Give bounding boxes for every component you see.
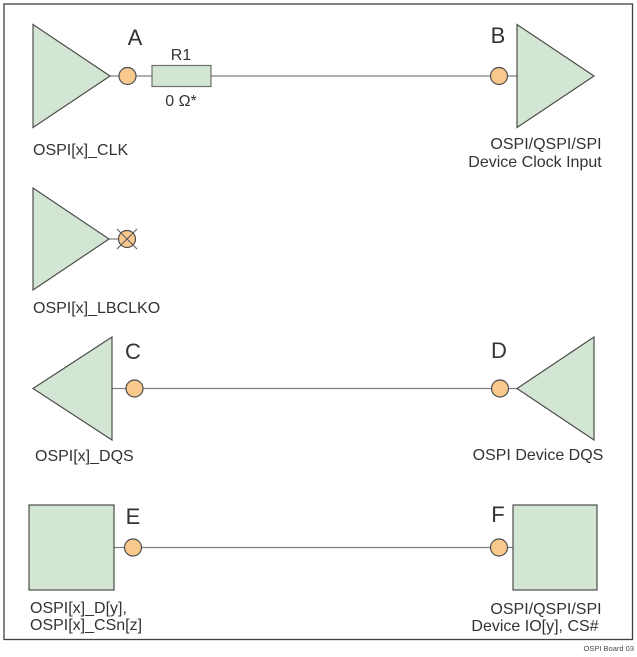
point-e-label: E xyxy=(126,504,141,529)
point-d-label: D xyxy=(491,338,507,363)
soc-data-io-block xyxy=(28,504,115,591)
node-c xyxy=(125,379,144,398)
no-connect-cross-icon xyxy=(116,228,138,250)
point-b-label: B xyxy=(491,23,506,48)
resistor-ref-label: R1 xyxy=(171,47,192,64)
data-dest-label-line1: OSPI/QSPI/SPI xyxy=(490,601,601,618)
figure-tag: OSPI Board 03 xyxy=(584,644,634,653)
point-c-label: C xyxy=(125,339,141,364)
resistor-r1 xyxy=(151,64,212,88)
clk-dest-label-line1: OSPI/QSPI/SPI xyxy=(490,136,601,153)
soc-lbclko-output-buffer xyxy=(32,186,111,292)
data-dest-label-line2: Device IO[y], CS# xyxy=(471,618,598,635)
device-dqs-output-buffer xyxy=(515,335,595,442)
data-source-label-line1: OSPI[x]_D[y], xyxy=(30,600,127,617)
point-f-label: F xyxy=(491,502,504,527)
dqs-source-label: OSPI[x]_DQS xyxy=(35,448,134,465)
clk-dest-label-line2: Device Clock Input xyxy=(468,154,602,171)
node-d xyxy=(490,379,510,398)
point-a-label: A xyxy=(128,25,143,50)
soc-dqs-input-buffer xyxy=(31,335,113,442)
dqs-dest-label: OSPI Device DQS xyxy=(473,447,604,464)
node-f xyxy=(489,538,509,557)
node-a xyxy=(118,66,137,86)
node-e xyxy=(123,538,143,557)
device-clk-input-buffer xyxy=(516,23,596,129)
device-io-block xyxy=(512,504,598,591)
lbclko-source-label: OSPI[x]_LBCLKO xyxy=(33,300,160,317)
data-source-label-line2: OSPI[x]_CSn[z] xyxy=(30,617,142,634)
clk-source-label: OSPI[x]_CLK xyxy=(33,142,128,159)
resistor-value-label: 0 Ω* xyxy=(165,93,197,110)
diagram-border xyxy=(3,3,634,641)
node-b xyxy=(489,66,509,86)
soc-clk-output-buffer xyxy=(32,23,112,129)
